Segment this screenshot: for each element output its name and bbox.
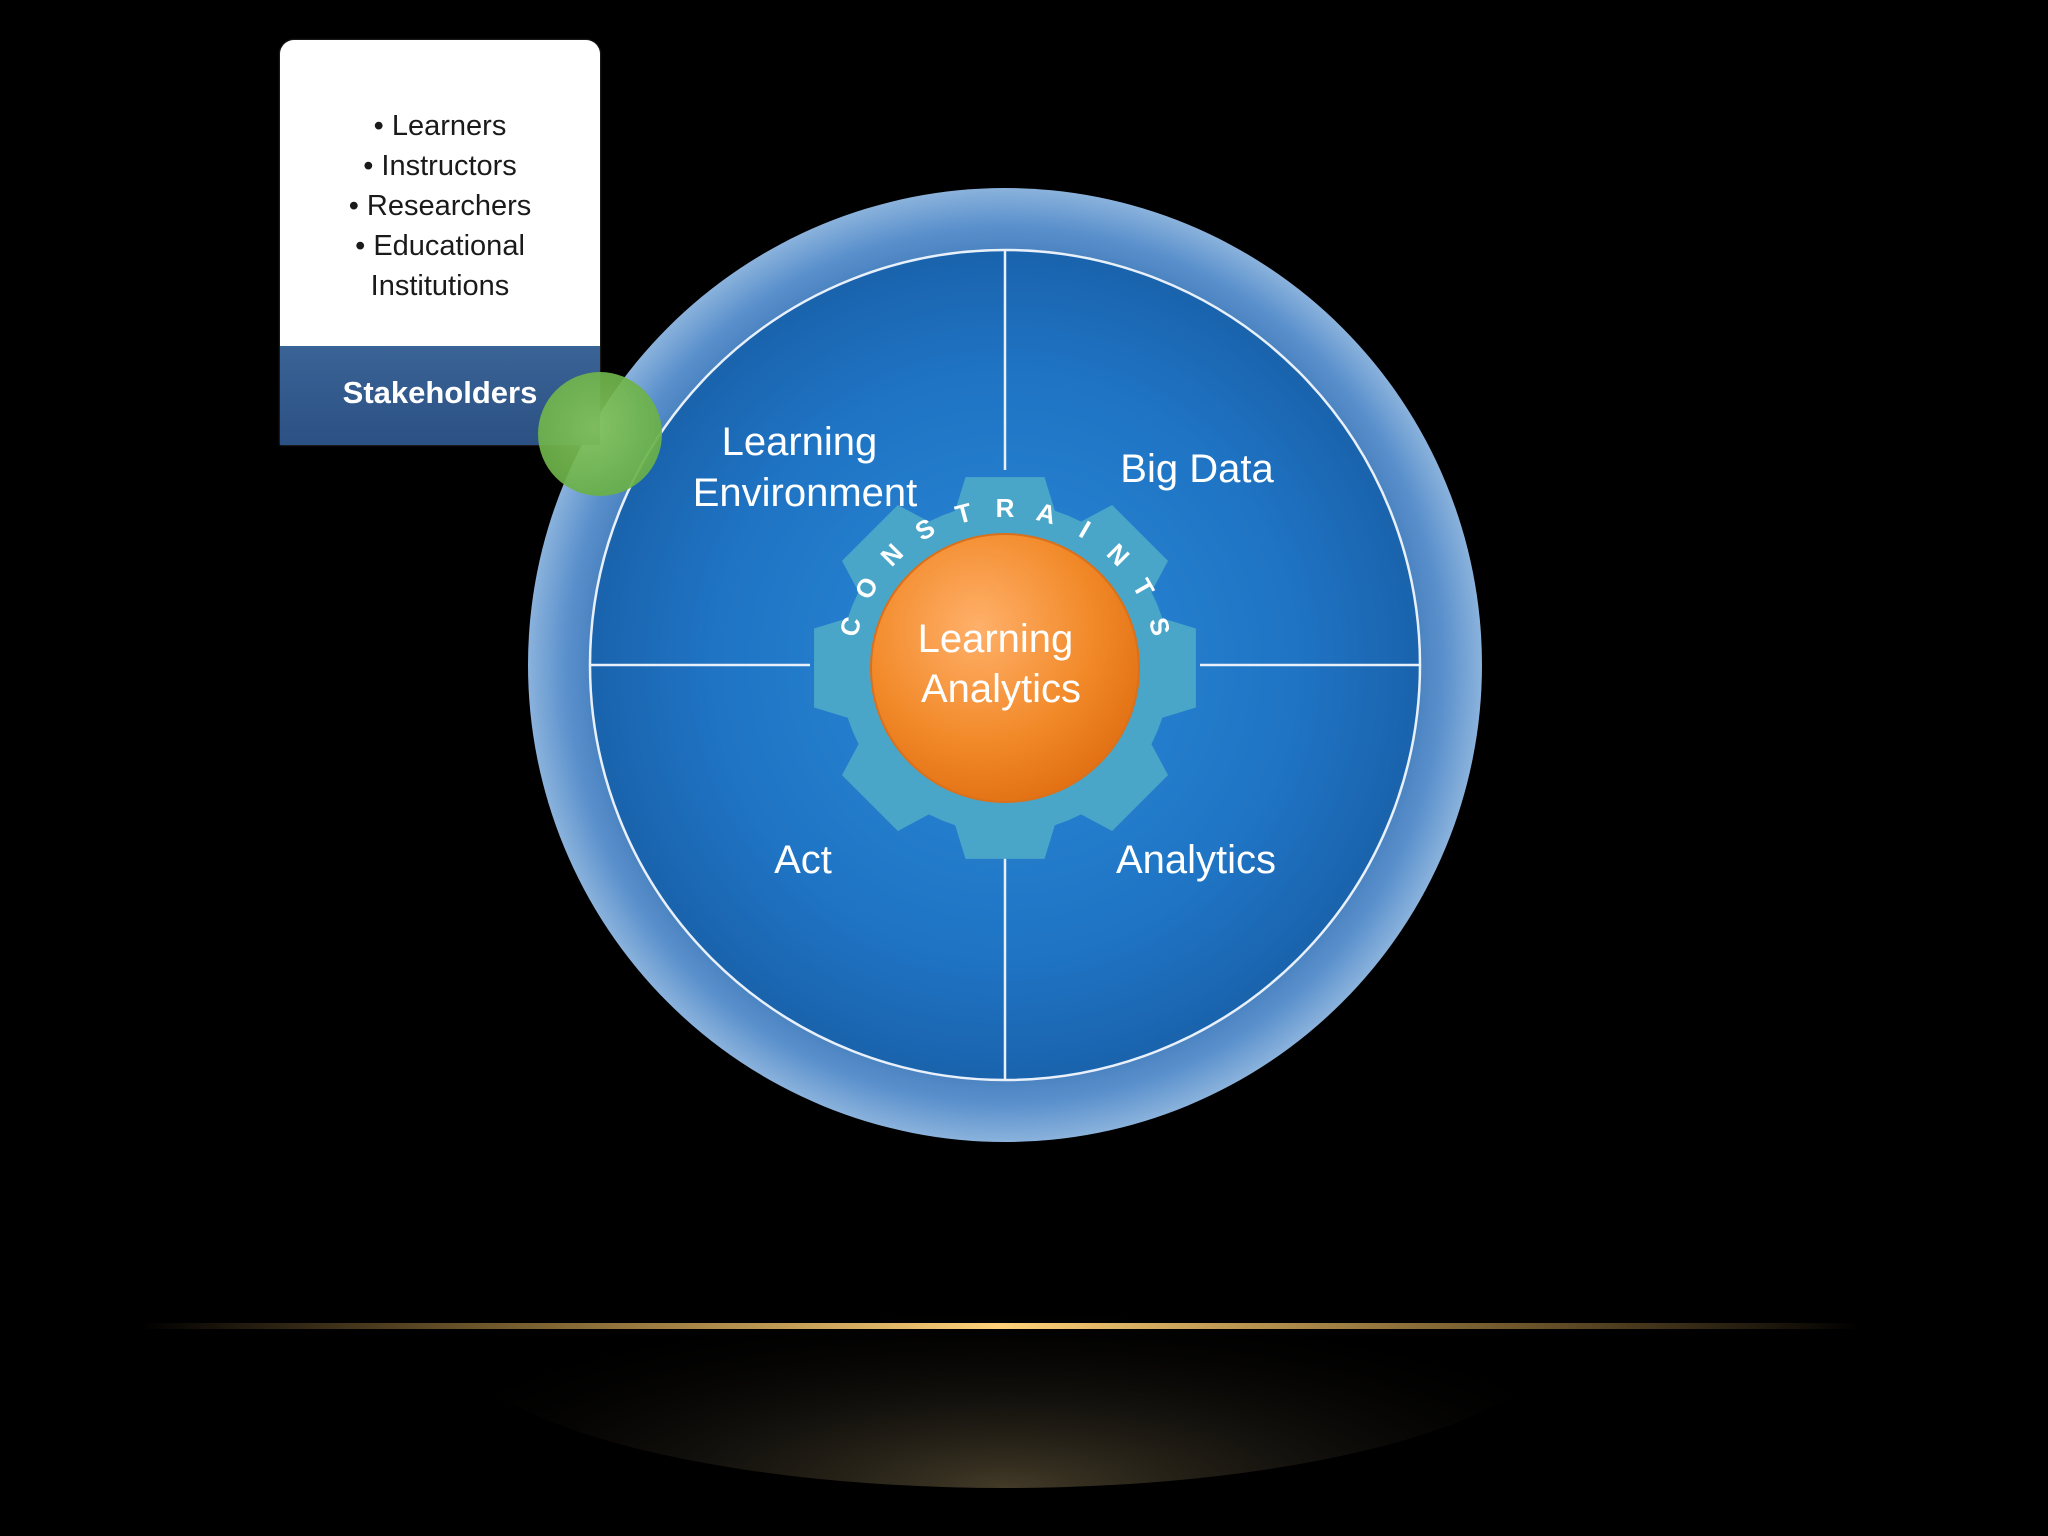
stakeholder-item: Instructors — [290, 146, 590, 186]
floor-line — [140, 1323, 1860, 1329]
core-label-line2: Analytics — [921, 667, 1081, 711]
stakeholders-connector-circle — [538, 372, 662, 496]
core-circle — [870, 533, 1140, 803]
core-label: Learning Analytics — [918, 617, 1085, 711]
segment-label-learning-environment: Learning Environment — [693, 420, 918, 515]
segment-label-learning-environment-line2: Environment — [693, 471, 918, 515]
stakeholder-item: Learners — [290, 106, 590, 146]
constraint-letter: R — [996, 493, 1015, 523]
segment-label-big-data: Big Data — [1120, 447, 1274, 491]
segment-label-act: Act — [774, 838, 832, 882]
segment-label-learning-environment-line1: Learning — [722, 420, 878, 464]
segment-label-analytics: Analytics — [1116, 838, 1276, 882]
stakeholder-item: Researchers — [290, 186, 590, 226]
constraint-letter: T — [952, 497, 975, 530]
stakeholders-card: Learners Instructors Researchers Educati… — [280, 40, 600, 445]
stakeholder-item: Educational Institutions — [290, 226, 590, 306]
core-label-line1: Learning — [918, 617, 1074, 661]
stakeholders-list: Learners Instructors Researchers Educati… — [280, 40, 600, 306]
